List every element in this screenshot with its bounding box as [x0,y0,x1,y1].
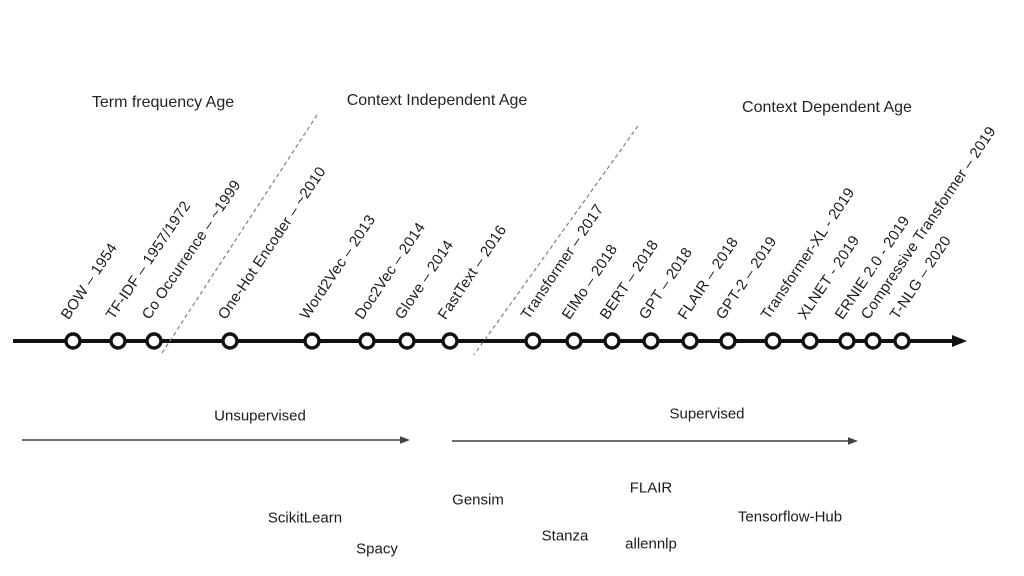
timeline-dot [64,332,82,350]
timeline-axis-arrowhead-icon [952,335,967,347]
timeline-dot [719,332,737,350]
era-divider-dashed-line [161,114,318,354]
phase-arrow-arrowhead-icon [400,436,410,444]
timeline-dot [893,332,911,350]
library-label-allennlp: allennlp [625,535,677,553]
library-label-tensorflow-hub: Tensorflow-Hub [737,508,843,526]
timeline-dot [145,332,163,350]
era-label-context-independent-age: Context Independent Age [346,92,528,109]
timeline-dot [838,332,856,350]
phase-label-unsupervised: Unsupervised [214,407,306,425]
timeline-dot [358,332,376,350]
timeline-dot [801,332,819,350]
timeline-dot [524,332,542,350]
phase-label-supervised: Supervised [669,405,745,423]
era-divider-dashed-line [473,125,639,356]
timeline-dot [221,332,239,350]
timeline-dot [642,332,660,350]
timeline-dot [681,332,699,350]
era-label-term-frequency-age: Term frequency Age [91,94,235,111]
timeline-dot [441,332,459,350]
library-label-spacy: Spacy [356,540,398,558]
library-label-scikitlearn: ScikitLearn [267,509,343,527]
timeline-dot [603,332,621,350]
timeline-dot [864,332,882,350]
timeline-dot [764,332,782,350]
library-label-stanza: Stanza [541,527,589,545]
timeline-dot [109,332,127,350]
library-label-gensim: Gensim [452,491,504,509]
phase-arrow-arrowhead-icon [848,437,858,445]
timeline-dot [303,332,321,350]
timeline-dot [565,332,583,350]
era-label-context-dependent-age: Context Dependent Age [742,99,912,116]
timeline-dot [398,332,416,350]
library-label-flair: FLAIR [629,479,673,497]
